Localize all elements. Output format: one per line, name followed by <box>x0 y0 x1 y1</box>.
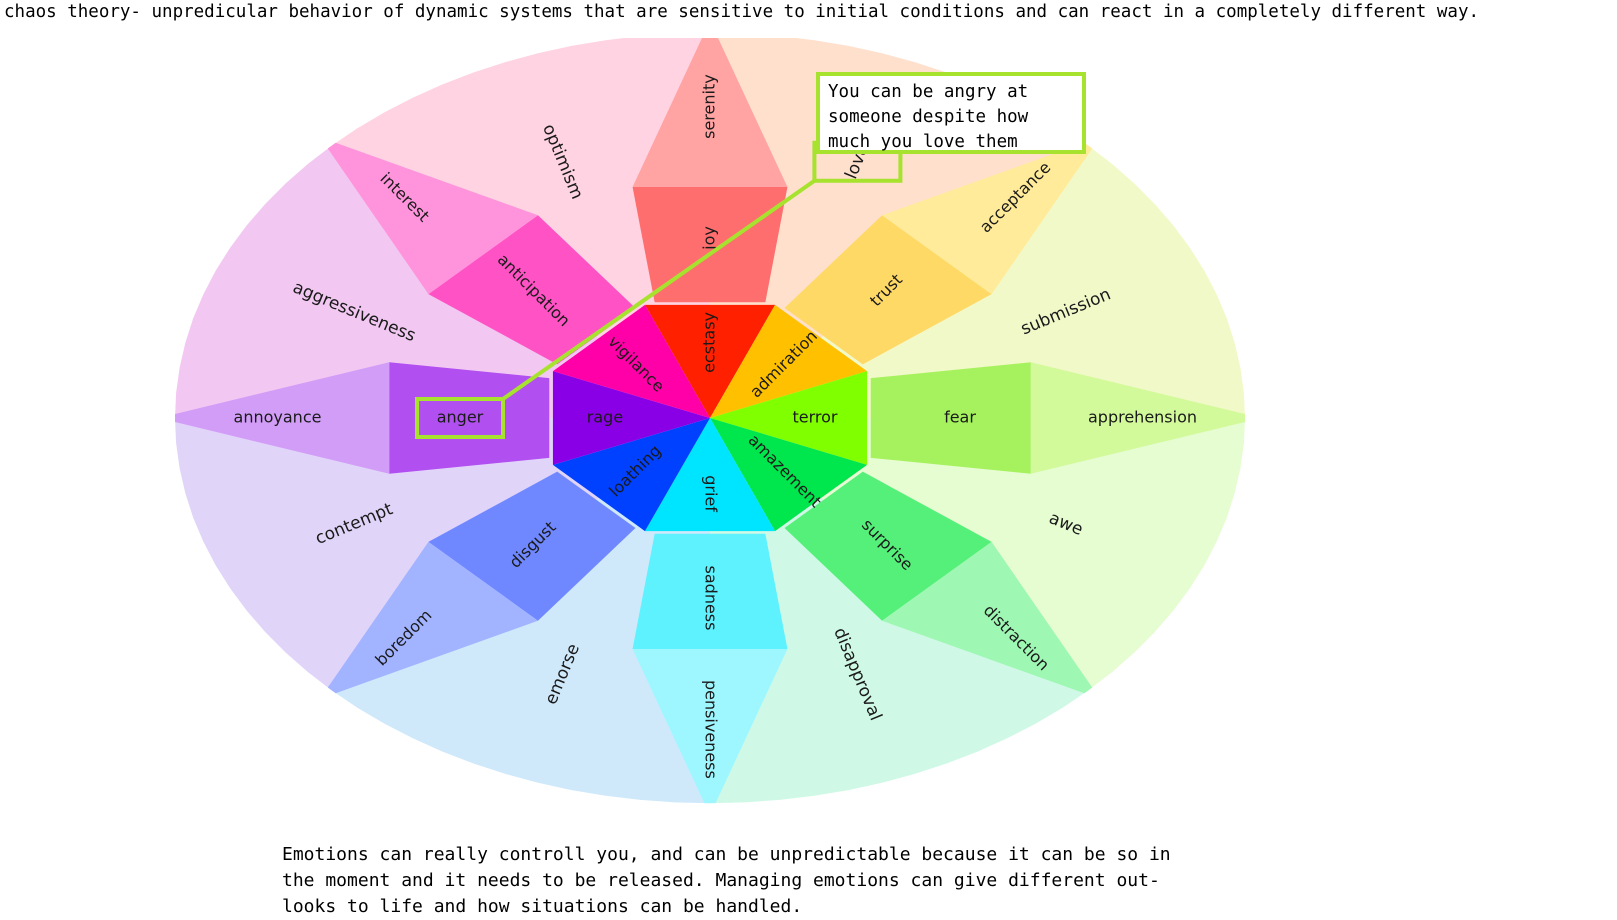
petal-label-ecstasy: ecstasy <box>700 312 719 373</box>
petal-terror <box>710 371 868 465</box>
petal-label-rage: rage <box>587 408 623 427</box>
petal-disgust <box>428 471 636 621</box>
petal-distraction <box>882 541 1093 694</box>
petal-serenity <box>632 38 788 188</box>
petal-anticipation <box>428 215 636 365</box>
petal-label-fear: fear <box>944 408 976 427</box>
petal-label-pensiveness: pensiveness <box>702 680 721 779</box>
petal-surprise <box>784 471 992 621</box>
petal-anger <box>389 362 550 474</box>
bottom-caption: Emotions can really controll you, and ca… <box>282 844 1171 917</box>
petal-grief <box>644 418 776 532</box>
petal-ecstasy <box>644 304 776 418</box>
petal-apprehension <box>1030 362 1245 474</box>
petal-label-apprehension: apprehension <box>1088 408 1197 427</box>
highlight-box-anger <box>415 397 505 439</box>
petal-interest <box>327 142 538 295</box>
petal-amazement <box>710 418 868 532</box>
petal-annoyance <box>175 362 390 474</box>
annotation-note: You can be angry at someone despite how … <box>816 72 1086 154</box>
highlight-connector <box>501 179 816 401</box>
petal-trust <box>784 215 992 365</box>
petal-acceptance <box>882 142 1093 295</box>
petal-loathing <box>552 418 710 532</box>
petal-label-serenity: serenity <box>700 74 719 139</box>
petal-sadness <box>632 533 788 649</box>
petal-label-terror: terror <box>792 408 837 427</box>
petal-label-sadness: sadness <box>702 566 721 631</box>
petal-label-anger: anger <box>437 408 484 427</box>
petal-boredom <box>327 541 538 694</box>
petal-vigilance <box>552 304 710 418</box>
petal-joy <box>632 187 788 303</box>
petal-rage <box>552 371 710 465</box>
petal-fear <box>870 362 1031 474</box>
petal-pensiveness <box>632 648 788 804</box>
petal-label-annoyance: annoyance <box>234 408 322 427</box>
petal-label-grief: grief <box>702 475 721 512</box>
emotion-wheel-svg: lovesubmissionawedisapprovalemorsecontem… <box>175 38 1245 804</box>
petal-label-joy: joy <box>700 226 719 251</box>
top-caption: chaos theory- unpredicular behavior of d… <box>4 2 1480 22</box>
petal-admiration <box>710 304 868 418</box>
